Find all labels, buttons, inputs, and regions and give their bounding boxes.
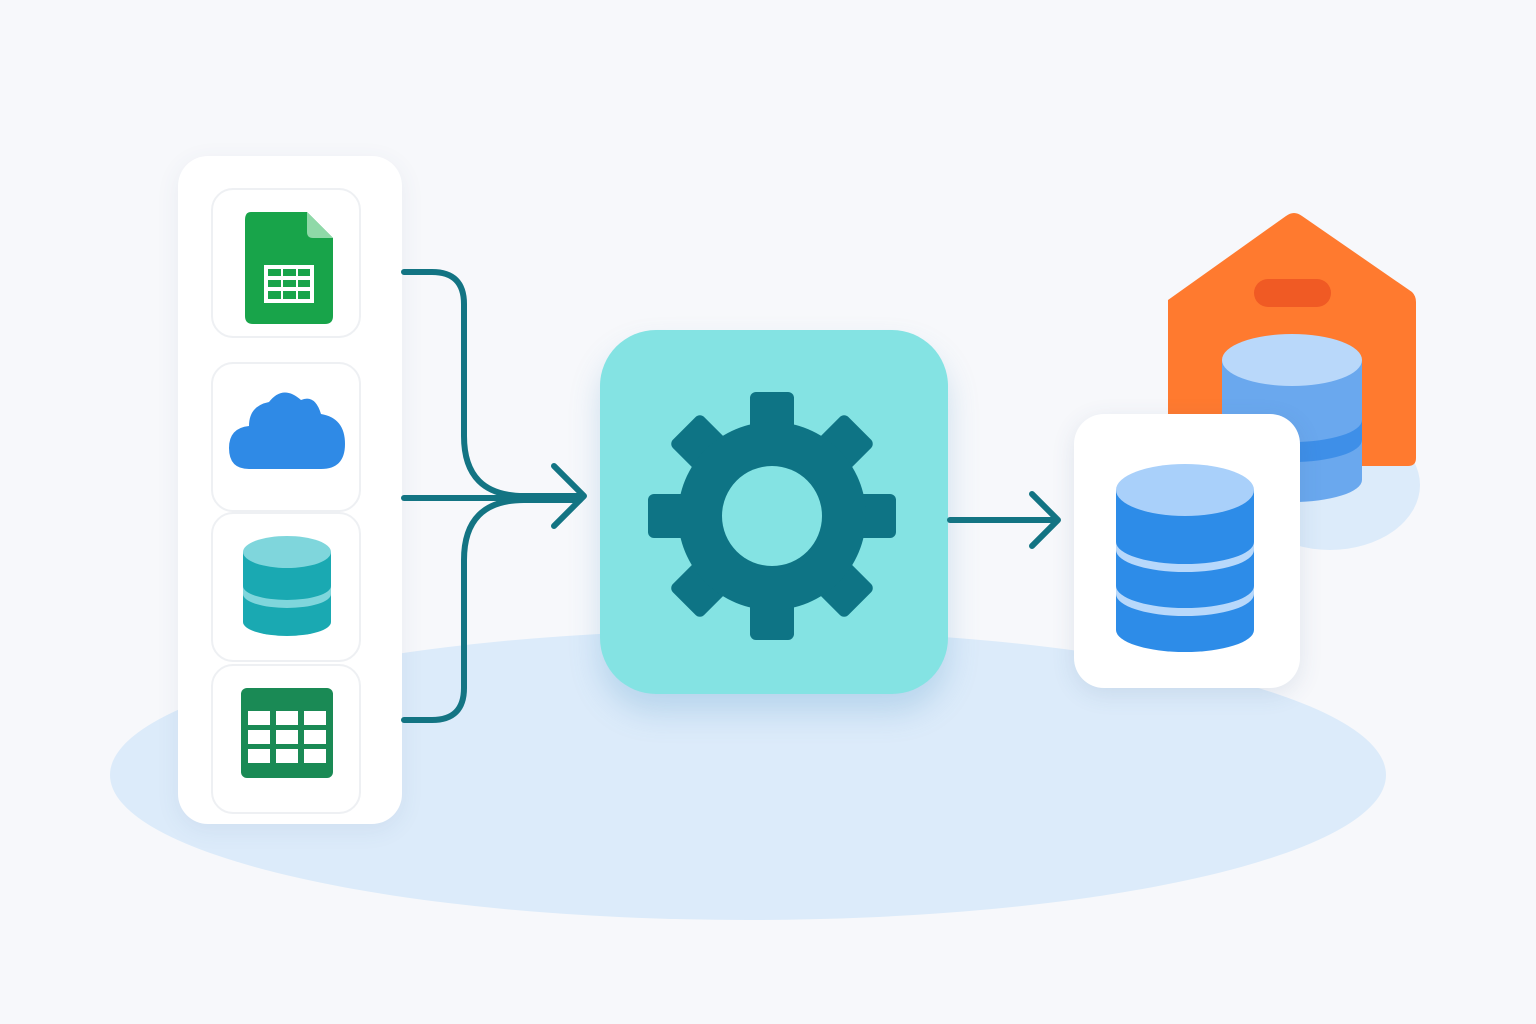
source-tile-database[interactable] [211, 512, 361, 662]
arrow-head-left [551, 463, 587, 529]
spreadsheet-file-icon [245, 212, 333, 324]
cloud-icon [229, 392, 345, 469]
connector-top [401, 269, 583, 499]
database-icon [1116, 464, 1254, 652]
table-icon [241, 688, 333, 778]
gear-icon [648, 392, 896, 640]
source-tile-cloud[interactable] [211, 362, 361, 512]
processor-node[interactable] [600, 330, 948, 694]
connector-bottom [401, 677, 467, 723]
arrow-head-right [1029, 491, 1061, 549]
destination-card[interactable] [1074, 414, 1300, 688]
source-tile-table[interactable] [211, 664, 361, 814]
connector-lower [461, 497, 583, 683]
database-icon [243, 536, 331, 636]
source-tile-spreadsheet[interactable] [211, 188, 361, 338]
